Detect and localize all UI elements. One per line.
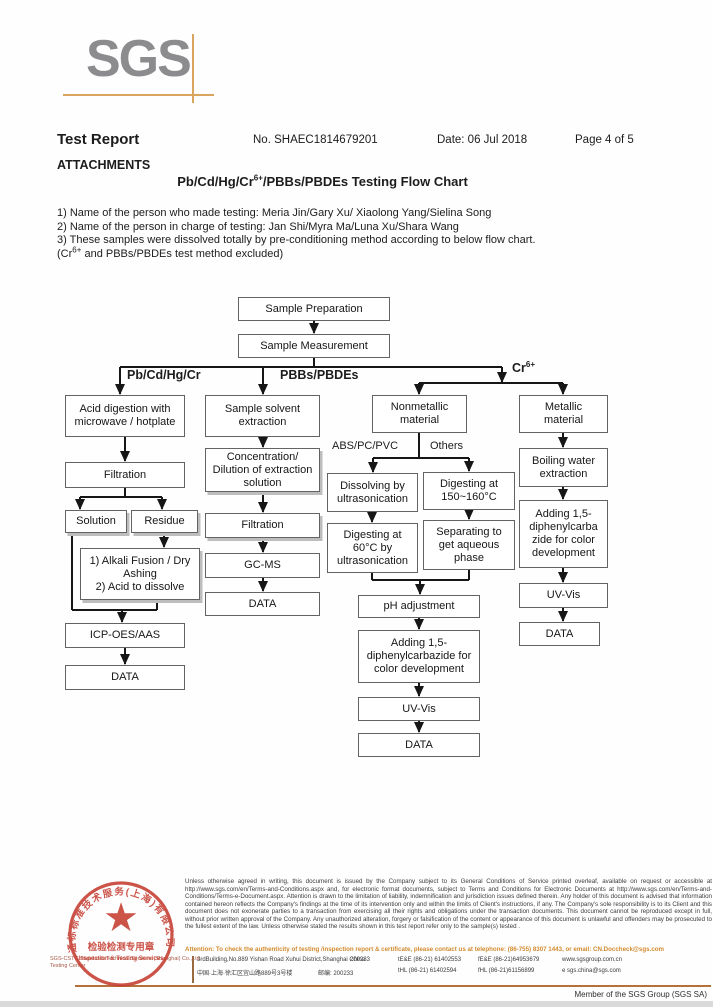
flow-node-residue: Residue bbox=[131, 510, 198, 533]
note4-prefix: (Cr bbox=[57, 247, 73, 260]
report-date: Date: 06 Jul 2018 bbox=[437, 134, 528, 146]
postcode-chinese: 邮编: 200233 bbox=[318, 971, 354, 977]
flow-node-solution: Solution bbox=[65, 510, 127, 533]
branch-label-pbcdhgcr: Pb/Cd/Hg/Cr bbox=[127, 368, 201, 382]
report-number: No. SHAEC1814679201 bbox=[253, 134, 378, 146]
flow-node-acid-digestion: Acid digestion with microwave / hotplate bbox=[65, 395, 185, 437]
note-line-3: 3) These samples were dissolved totally … bbox=[57, 234, 536, 246]
phone-ee: tE&E (86-21) 61402553 bbox=[398, 957, 462, 963]
logo-vertical-rule bbox=[192, 34, 194, 103]
company-stamp: 通标标准技术服务(上海)有限公司 ★ 检验检测专用章 Inspection & … bbox=[66, 881, 174, 987]
title-superscript: 6+ bbox=[253, 173, 263, 183]
flow-node-filtration-1: Filtration bbox=[65, 462, 185, 488]
flow-node-uv-vis-right: UV-Vis bbox=[519, 583, 608, 608]
flow-node-nonmetallic-material: Nonmetallic material bbox=[372, 395, 467, 433]
flow-line bbox=[71, 358, 563, 611]
sub-label-others: Others bbox=[430, 440, 464, 452]
attachments-heading: ATTACHMENTS bbox=[57, 158, 151, 172]
logo-horizontal-rule bbox=[63, 94, 214, 96]
stamp-star-icon: ★ bbox=[103, 896, 139, 940]
flow-node-gc-ms: GC-MS bbox=[205, 553, 320, 578]
flow-node-filtration-2: Filtration bbox=[205, 513, 320, 538]
note-line-4: (Cr6+ and PBBs/PBDEs test method exclude… bbox=[57, 244, 677, 262]
title-prefix: Pb/Cd/Hg/Cr bbox=[177, 174, 254, 189]
flow-node-solvent-extraction: Sample solvent extraction bbox=[205, 395, 320, 437]
cr-label-superscript: 6+ bbox=[525, 359, 536, 369]
flow-node-data-4: DATA bbox=[519, 622, 600, 646]
page-indicator: Page 4 of 5 bbox=[575, 134, 634, 146]
company-name-lines: SGS-CSTC Standards Technical Services (S… bbox=[50, 956, 202, 970]
flow-node-icp-oes-aas: ICP-OES/AAS bbox=[65, 623, 185, 648]
flow-node-digesting-150-160: Digesting at 150~160°C bbox=[423, 472, 515, 510]
flow-node-data-1: DATA bbox=[65, 665, 185, 690]
title-suffix: /PBBs/PBDEs Testing Flow Chart bbox=[262, 174, 468, 189]
note4-suffix: and PBBs/PBDEs test method excluded) bbox=[81, 247, 284, 260]
flow-node-ph-adjustment: pH adjustment bbox=[358, 595, 480, 618]
flow-node-alkali-fusion: 1) Alkali Fusion / Dry Ashing 2) Acid to… bbox=[80, 548, 200, 600]
phone-hl: tHL (86-21) 61402594 bbox=[398, 968, 457, 974]
terms-disclaimer: Unless otherwise agreed in writing, this… bbox=[185, 878, 712, 930]
fax-ee: fE&E (86-21)64953679 bbox=[478, 957, 540, 963]
address-english: 3rdBuilding,No.889 Yishan Road Xuhui Dis… bbox=[197, 957, 366, 963]
flow-node-data-3: DATA bbox=[358, 733, 480, 757]
stamp-inner-cn: 检验检测专用章 bbox=[88, 941, 155, 953]
website: www.sgsgroup.com.cn bbox=[562, 957, 623, 963]
postcode-english: 200233 bbox=[350, 957, 371, 963]
flow-chart-title: Pb/Cd/Hg/Cr6+/PBBs/PBDEs Testing Flow Ch… bbox=[0, 174, 645, 189]
flow-node-dissolving-ultrasonication: Dissolving by ultrasonication bbox=[327, 473, 418, 512]
note-line-1: 1) Name of the person who made testing: … bbox=[57, 207, 492, 219]
footer-rule bbox=[75, 985, 711, 987]
scan-edge-band bbox=[0, 1001, 713, 1007]
company-line-1: SGS-CSTC Standards Technical Services (S… bbox=[50, 956, 202, 962]
fax-hl: fHL (86-21)61156899 bbox=[478, 968, 535, 974]
testing-notes: 1) Name of the person who made testing: … bbox=[57, 207, 677, 261]
attention-notice: Attention: To check the authenticity of … bbox=[185, 946, 665, 953]
flow-node-sample-measurement: Sample Measurement bbox=[238, 334, 390, 358]
cr-label-prefix: Cr bbox=[512, 361, 526, 375]
note-line-2: 2) Name of the person in charge of testi… bbox=[57, 220, 459, 233]
flow-node-data-2: DATA bbox=[205, 592, 320, 616]
address-chinese: 中国·上海·徐汇区宜山路889号3号楼 bbox=[197, 971, 293, 977]
flow-node-boiling-water: Boiling water extraction bbox=[519, 448, 608, 487]
flow-node-separating-aqueous: Separating to get aqueous phase bbox=[423, 520, 515, 570]
report-title: Test Report bbox=[57, 131, 140, 148]
flow-node-digesting-60: Digesting at 60°C by ultrasonication bbox=[327, 523, 418, 573]
flow-node-sample-preparation: Sample Preparation bbox=[238, 297, 390, 321]
company-line-2: Testing Center bbox=[50, 963, 86, 969]
stamp-inner-en: Inspection & Testing Services bbox=[79, 956, 165, 962]
branch-label-cr6: Cr6+ bbox=[512, 359, 536, 375]
flow-node-metallic-material: Metallic material bbox=[519, 395, 608, 433]
flow-node-adding-diphenylcarbazide-right: Adding 1,5- diphenylcarba zide for color… bbox=[519, 500, 608, 568]
branch-label-pbbs-pbdes: PBBs/PBDEs bbox=[280, 368, 359, 382]
sub-label-abs-pc-pvc: ABS/PC/PVC bbox=[332, 440, 399, 452]
stamp-ring bbox=[68, 881, 174, 987]
email: e sgs.china@sgs.com bbox=[562, 968, 621, 974]
sgs-logo: SGS bbox=[86, 30, 192, 88]
flow-node-adding-diphenylcarbazide: Adding 1,5- diphenylcarbazide for color … bbox=[358, 630, 480, 683]
flow-node-uv-vis-mid: UV-Vis bbox=[358, 697, 480, 721]
flow-node-concentration-dilution: Concentration/ Dilution of extraction so… bbox=[205, 448, 320, 492]
sgs-member-note: Member of the SGS Group (SGS SA) bbox=[574, 990, 708, 999]
note4-superscript: 6+ bbox=[72, 244, 82, 254]
address-separator-line bbox=[192, 956, 194, 983]
